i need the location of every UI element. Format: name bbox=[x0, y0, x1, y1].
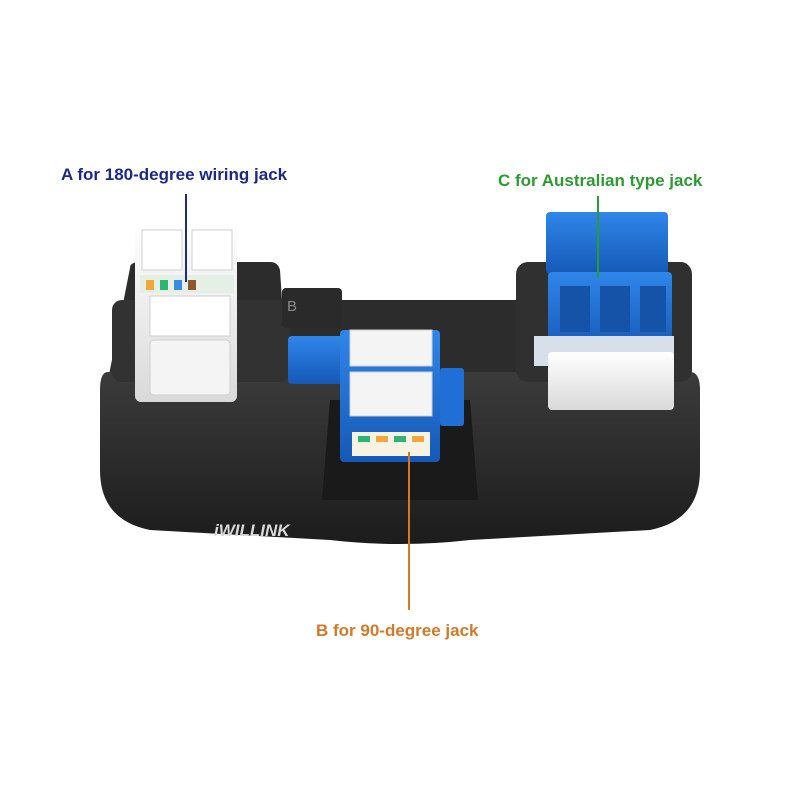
label-c: C for Australian type jack bbox=[498, 171, 703, 190]
label-a: A for 180-degree wiring jack bbox=[61, 165, 288, 184]
slot-mark-b: B bbox=[287, 298, 297, 315]
jack-a-180-degree bbox=[135, 222, 237, 402]
jack-c-australian bbox=[534, 212, 674, 410]
label-b: B for 90-degree jack bbox=[316, 621, 479, 640]
jack-b-90-degree bbox=[288, 329, 464, 462]
brand-logo: iWILLINK bbox=[214, 521, 291, 540]
